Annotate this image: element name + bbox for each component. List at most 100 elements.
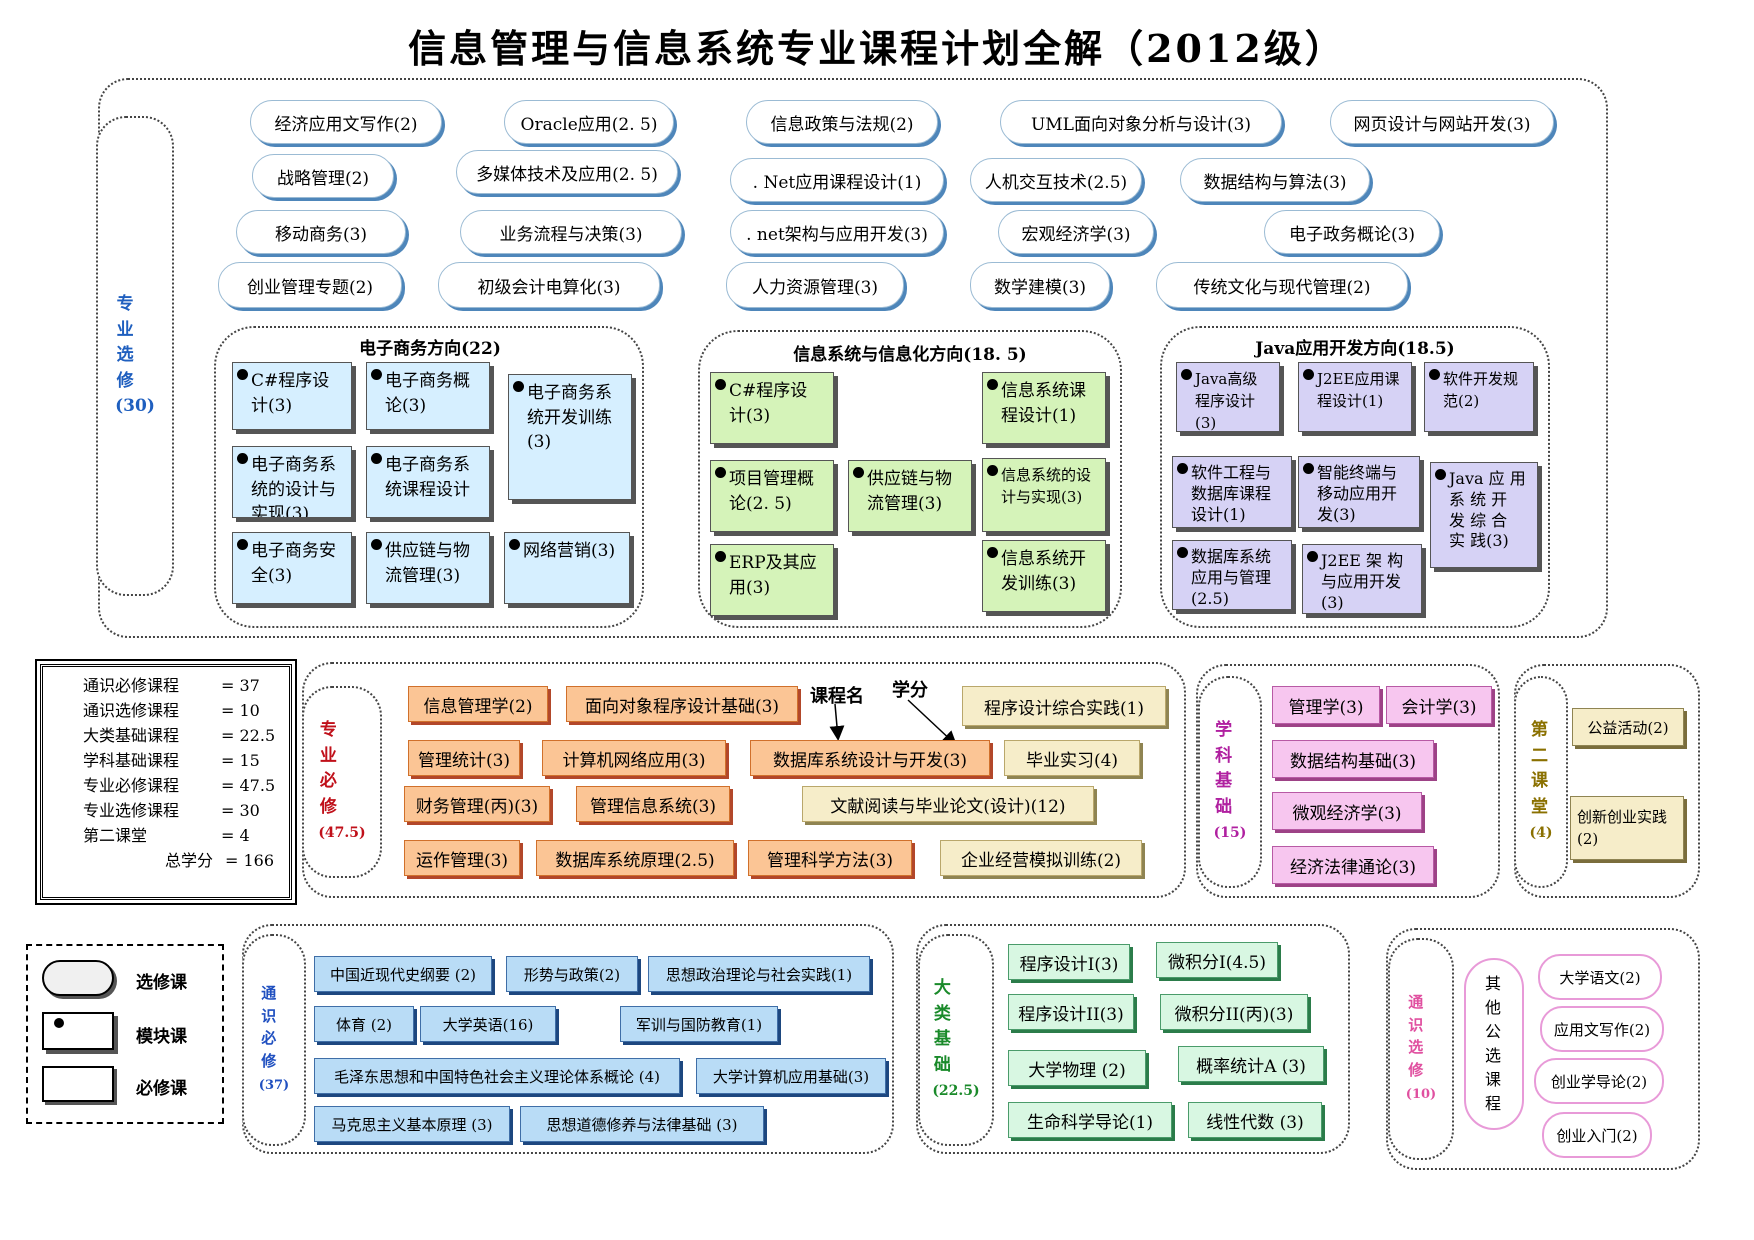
page-title: 信息管理与信息系统专业课程计划全解（2012级） — [408, 26, 1346, 71]
general-required-course: 马克思主义基本原理 (3) — [314, 1106, 510, 1142]
general-basic-region — [916, 924, 1350, 1154]
summary-value: = 4 — [221, 826, 250, 845]
required-course: 数据库系统原理(2.5) — [536, 840, 734, 876]
java-title: Java应用开发方向(18.5) — [1255, 339, 1455, 359]
required-course: 毕业实习(4) — [1004, 740, 1140, 776]
major-elective-label: 专业选修(30) — [96, 116, 174, 596]
legend-label: 必修课 — [136, 1079, 187, 1099]
module-course: 供应链与物流管理(3) — [848, 460, 972, 532]
module-course: 电子商务系统的设计与实现(3) — [232, 446, 352, 518]
elective-pill: 经济应用文写作(2) — [250, 100, 442, 144]
ecommerce-direction — [214, 326, 644, 628]
required-course: 运作管理(3) — [404, 840, 520, 876]
general-required-course: 思想道德修养与法律基础 (3) — [520, 1106, 764, 1142]
required-course: 管理信息系统(3) — [576, 786, 730, 822]
general-required-course: 大学计算机应用基础(3) — [696, 1058, 886, 1094]
module-course: 网络营销(3) — [504, 532, 630, 604]
discipline-basic-region — [1196, 664, 1500, 898]
required-course: 面向对象程序设计基础(3) — [566, 686, 798, 722]
elective-pill: 移动商务(3) — [236, 210, 406, 254]
general-basic-course: 生命科学导论(1) — [1008, 1102, 1172, 1138]
elective-pill: 战略管理(2) — [252, 154, 394, 198]
legend-label: 选修课 — [136, 973, 187, 993]
module-course: 项目管理概论(2. 5) — [710, 460, 834, 532]
elective-pill: 初级会计电算化(3) — [438, 262, 660, 308]
legend-module-swatch — [42, 1012, 114, 1050]
required-course: 企业经营模拟训练(2) — [940, 840, 1142, 876]
elective-pill: 数据结构与算法(3) — [1180, 158, 1370, 202]
summary-key: 第二课堂 — [83, 826, 148, 845]
required-course: 计算机网络应用(3) — [542, 740, 726, 776]
module-course: C#程序设计(3) — [232, 362, 352, 430]
required-course: 管理科学方法(3) — [748, 840, 912, 876]
summary-value: = 30 — [221, 801, 260, 820]
discipline-course: 经济法律通论(3) — [1272, 846, 1434, 884]
required-course: 程序设计综合实践(1) — [962, 686, 1166, 726]
summary-key: 专业必修课程 — [83, 776, 180, 795]
elective-pill: 创业管理专题(2) — [218, 262, 402, 308]
required-course: 文献阅读与毕业论文(设计)(12) — [802, 786, 1094, 822]
elective-pill: 电子政务概论(3) — [1264, 210, 1440, 254]
module-course: J2EE应用课程设计(1) — [1298, 362, 1412, 432]
infosys-title: 信息系统与信息化方向(18. 5) — [793, 345, 1027, 365]
elective-pill: Oracle应用(2. 5) — [504, 100, 674, 144]
elective-pill: 传统文化与现代管理(2) — [1156, 262, 1408, 308]
legend-elective-swatch — [42, 960, 114, 996]
module-course: 智能终端与移动应用开发(3) — [1298, 456, 1420, 528]
general-required-course: 大学英语(16) — [420, 1006, 556, 1042]
summary-value: = 22.5 — [221, 726, 276, 745]
module-course: 数据库系统应用与管理(2.5) — [1172, 540, 1292, 610]
general-elective-course: 大学语文(2) — [1538, 954, 1662, 1000]
summary-key: 学科基础课程 — [83, 751, 180, 770]
module-course: 软件开发规范(2) — [1424, 362, 1534, 432]
elective-pill: 信息政策与法规(2) — [746, 100, 938, 144]
required-course: 数据库系统设计与开发(3) — [750, 740, 990, 776]
module-course: J2EE 架 构与应用开发(3) — [1302, 544, 1422, 614]
module-course: 信息系统课程设计(1) — [982, 372, 1106, 444]
callout-course-name: 课程名 — [810, 686, 864, 707]
general-elective-course: 创业入门(2) — [1542, 1112, 1652, 1158]
module-course: 软件工程与数据库课程设计(1) — [1172, 456, 1292, 528]
summary-key: 通识选修课程 — [83, 701, 180, 720]
module-course: C#程序设计(3) — [710, 372, 834, 444]
java-direction — [1160, 326, 1550, 628]
module-course: 电子商务安全(3) — [232, 532, 352, 604]
other-electives-group: 其他公选课程 — [1464, 958, 1524, 1130]
other-electives-label: 其他公选课程 — [1485, 974, 1502, 1113]
general-basic-course: 微积分II(丙)(3) — [1160, 994, 1308, 1030]
general-basic-course: 程序设计I(3) — [1008, 944, 1130, 980]
elective-pill: 多媒体技术及应用(2. 5) — [456, 150, 678, 194]
elective-pill: . Net应用课程设计(1) — [730, 158, 944, 202]
legend-label: 模块课 — [136, 1027, 187, 1047]
general-required-course: 军训与国防教育(1) — [620, 1006, 778, 1042]
second-class-item: 公益活动(2) — [1572, 708, 1684, 746]
elective-pill: 人力资源管理(3) — [726, 262, 904, 308]
elective-pill: UML面向对象分析与设计(3) — [1000, 100, 1282, 144]
module-course: 电子商务系统开发训练(3) — [508, 374, 632, 500]
general-required-course: 毛泽东思想和中国特色社会主义理论体系概论 (4) — [314, 1058, 680, 1094]
general-elective-region — [1386, 928, 1700, 1170]
elective-pill: 业务流程与决策(3) — [460, 210, 682, 254]
general-basic-course: 大学物理 (2) — [1008, 1050, 1146, 1086]
discipline-course: 微观经济学(3) — [1272, 792, 1422, 830]
elective-pill: 数学建模(3) — [970, 262, 1110, 308]
ecommerce-title: 电子商务方向(22) — [359, 339, 501, 359]
credit-summary: 通识必修课程= 37 通识选修课程= 10 大类基础课程= 22.5 学科基础课… — [35, 659, 297, 905]
summary-value: = 10 — [221, 701, 260, 720]
summary-key: 专业选修课程 — [83, 801, 180, 820]
elective-pill: . net架构与应用开发(3) — [730, 210, 944, 254]
module-course: 电子商务概论(3) — [366, 362, 490, 430]
second-class-item: 创新创业实践(2) — [1570, 796, 1684, 860]
general-required-course: 形势与政策(2) — [506, 956, 638, 992]
module-course: 信息系统的设计与实现(3) — [982, 458, 1106, 532]
module-course: 电子商务系统课程设计 — [366, 446, 490, 518]
general-required-course: 中国近现代史纲要 (2) — [314, 956, 492, 992]
general-basic-course: 概率统计A (3) — [1178, 1046, 1324, 1082]
module-course: Java 应 用 系 统 开 发 综 合 实 践(3) — [1430, 462, 1538, 568]
major-required-label: 专业必修(47.5) — [302, 686, 382, 878]
module-course: ERP及其应用(3) — [710, 544, 834, 616]
general-basic-course: 线性代数 (3) — [1188, 1102, 1322, 1138]
summary-value: = 47.5 — [221, 776, 276, 795]
callout-credit: 学分 — [892, 680, 928, 701]
required-course: 信息管理学(2) — [408, 686, 548, 722]
